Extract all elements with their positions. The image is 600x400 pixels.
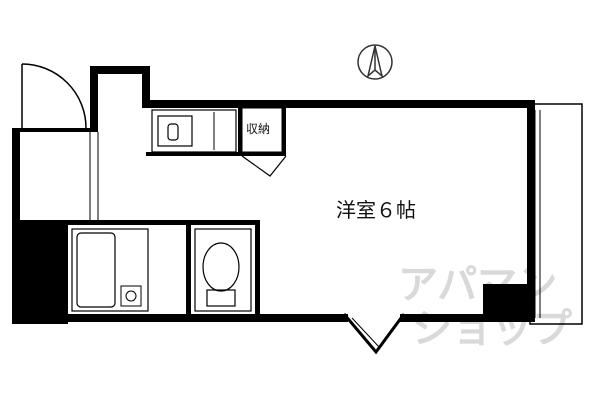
bay-window: [342, 313, 406, 355]
north-compass-icon: [357, 44, 393, 80]
kitchen-counter: [151, 109, 237, 153]
closet-label: 収納: [246, 122, 270, 136]
room-label-western-6jo: 洋室６帖: [336, 198, 416, 222]
closet: 収納: [241, 107, 287, 177]
bathtub-icon: [71, 228, 149, 312]
entrance-door: [21, 63, 99, 220]
walls: [12, 66, 535, 324]
toilet-icon: [194, 228, 252, 312]
